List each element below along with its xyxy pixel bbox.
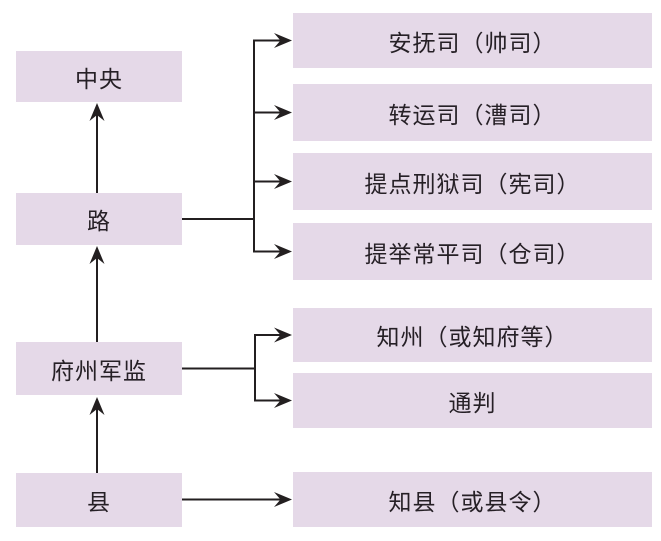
office-label-zhuanyunsi: 转运司（漕司）	[388, 102, 557, 129]
arrow-circuit-to-central	[89, 103, 105, 193]
arrow-prefecture-to-circuit	[89, 246, 105, 342]
arrow-county-to-prefecture	[89, 397, 105, 473]
level-box-circuit: 路	[16, 193, 182, 245]
office-label-zhixian: 知县（或县令）	[388, 489, 557, 516]
level-box-prefecture: 府州军监	[16, 342, 182, 395]
office-box-zhizhou: 知州（或知府等）	[293, 308, 652, 362]
office-box-tiju-changpingsi: 提举常平司（仓司）	[293, 223, 652, 280]
level-box-county: 县	[16, 473, 182, 527]
office-box-anfusi: 安抚司（帅司）	[293, 13, 652, 68]
office-label-tongpan: 通判	[448, 390, 497, 417]
office-label-tiju-changpingsi: 提举常平司（仓司）	[364, 241, 581, 268]
office-label-zhizhou: 知州（或知府等）	[376, 325, 569, 351]
office-box-tidian-xingyusi: 提点刑狱司（宪司）	[293, 153, 652, 210]
branch-circuit-offices	[182, 33, 292, 259]
branch-prefecture-offices	[182, 327, 292, 408]
level-box-central: 中央	[16, 51, 182, 102]
level-label-circuit: 路	[87, 209, 111, 235]
level-label-central: 中央	[75, 66, 123, 93]
level-label-county: 县	[87, 490, 111, 516]
office-label-tidian-xingyusi: 提点刑狱司（宪司）	[364, 171, 581, 198]
office-box-zhuanyunsi: 转运司（漕司）	[293, 84, 652, 141]
office-box-tongpan: 通判	[293, 373, 652, 428]
office-label-anfusi: 安抚司（帅司）	[388, 30, 557, 57]
office-box-zhixian: 知县（或县令）	[293, 472, 652, 527]
level-label-prefecture: 府州军监	[51, 358, 147, 385]
arrow-county-office	[182, 492, 292, 507]
